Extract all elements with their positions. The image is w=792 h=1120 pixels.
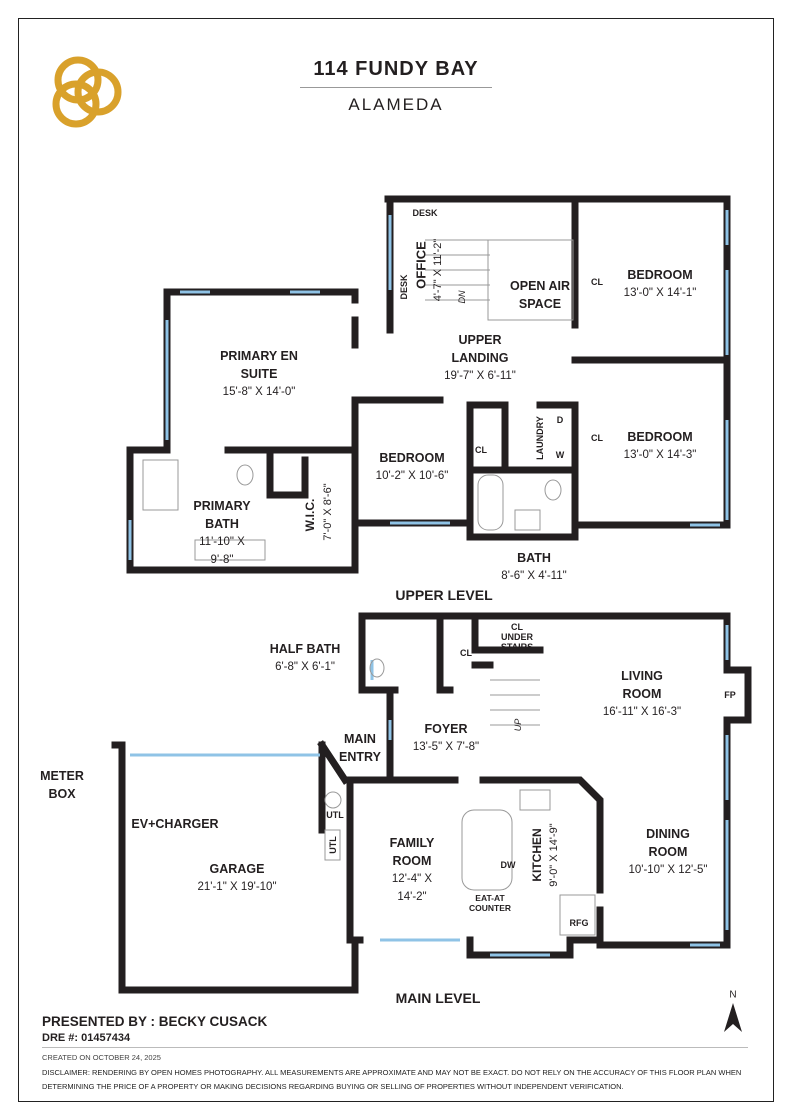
room-office-dims: 4'-7" X 11'-2" <box>432 238 444 302</box>
room-kitchen-dims: 9'-0" X 14'-9" <box>548 823 560 887</box>
disclaimer: DISCLAIMER: RENDERING BY OPEN HOMES PHOT… <box>42 1068 742 1091</box>
room-bedroom-3: BEDROOM 10'-2" X 10'-6" <box>376 449 449 485</box>
fireplace-label: FP <box>724 690 736 700</box>
desk-label: DESK <box>412 208 438 218</box>
room-office: OFFICE <box>413 241 429 289</box>
room-dims: 10'-2" X 10'-6" <box>375 470 449 482</box>
eat-at-counter-label: EAT-AT COUNTER <box>468 893 512 913</box>
room-name: GARAGE <box>209 862 265 876</box>
closet-label: CL <box>460 648 472 658</box>
utility-label: UTL <box>326 810 344 820</box>
room-name: FOYER <box>424 722 468 736</box>
room-dims: 12'-4" X 14'-2" <box>391 873 433 903</box>
meter-box-label: METER BOX <box>40 769 84 801</box>
logo-icon <box>52 56 122 128</box>
dre-number: DRE #: 01457434 <box>42 1032 131 1044</box>
room-dims: 19'-7" X 6'-11" <box>444 370 516 382</box>
room-primary-bath: PRIMARY BATH 11'-10" X 9'-8" <box>187 497 257 569</box>
room-name: BEDROOM <box>379 451 445 465</box>
upper-level-label: UPPER LEVEL <box>395 587 493 603</box>
closet-under-stairs-label: CL UNDER STAIRS <box>500 622 534 652</box>
room-dims: 6'-8" X 6'-1" <box>275 661 335 673</box>
room-bedroom-1: BEDROOM 13'-0" X 14'-1" <box>624 266 697 302</box>
room-half-bath: HALF BATH 6'-8" X 6'-1" <box>270 640 341 676</box>
upper-level-fixtures <box>142 239 574 561</box>
closet-label: CL <box>591 433 603 443</box>
stairs-up-label: UP <box>513 718 523 732</box>
room-dims: 13'-5" X 7'-8" <box>412 741 480 753</box>
room-wic-dims: 7'-0" X 8'-6" <box>322 483 334 541</box>
room-family-room: FAMILY ROOM 12'-4" X 14'-2" <box>377 834 447 906</box>
page-border <box>18 18 774 1102</box>
room-name: FAMILY ROOM <box>389 836 435 868</box>
main-level-windows <box>130 625 729 957</box>
title-divider <box>300 87 492 88</box>
desk-label: DESK <box>399 274 409 300</box>
footer-divider <box>42 1047 748 1048</box>
room-dims: 15'-8" X 14'-0" <box>222 386 296 398</box>
room-dims: 13'-0" X 14'-3" <box>623 449 697 461</box>
stairs-down-label: DN <box>457 290 467 304</box>
dishwasher-label: DW <box>500 860 516 870</box>
room-wic: W.I.C. <box>303 498 317 532</box>
room-name: BEDROOM <box>627 268 693 282</box>
utility-label: UTL <box>328 836 338 854</box>
room-name: HALF BATH <box>269 642 341 656</box>
closet-label: CL <box>475 445 487 455</box>
room-name: PRIMARY EN SUITE <box>220 349 298 381</box>
laundry-label: LAUNDRY <box>535 416 545 460</box>
created-date: CREATED ON OCTOBER 24, 2025 <box>42 1053 161 1062</box>
property-address: 114 FUNDY BAY <box>313 58 479 80</box>
room-open-air-space: OPEN AIR SPACE <box>510 279 570 311</box>
ev-charger-label: EV+CHARGER <box>131 817 219 831</box>
main-level-label: MAIN LEVEL <box>395 990 481 1006</box>
room-kitchen: KITCHEN <box>530 828 544 882</box>
room-dims: 16'-11" X 16'-3" <box>602 706 682 718</box>
main-entry-label: MAIN ENTRY <box>339 732 381 764</box>
room-name: DINING ROOM <box>646 827 690 859</box>
north-arrow-icon <box>724 1003 742 1032</box>
room-dims: 13'-0" X 14'-1" <box>623 287 697 299</box>
room-bath: BATH 8'-6" X 4'-11" <box>501 549 566 585</box>
closet-label: CL <box>591 277 603 287</box>
room-dims: 10'-10" X 12'-5" <box>628 864 708 876</box>
room-dims: 21'-1" X 19'-10" <box>197 881 277 893</box>
room-garage: GARAGE 21'-1" X 19'-10" <box>197 860 276 896</box>
north-label: N <box>729 989 737 1001</box>
room-foyer: FOYER 13'-5" X 7'-8" <box>413 720 479 756</box>
room-dining-room: DINING ROOM 10'-10" X 12'-5" <box>628 825 708 879</box>
upper-level-windows <box>128 210 729 560</box>
room-bedroom-2: BEDROOM 13'-0" X 14'-3" <box>624 428 697 464</box>
room-name: BATH <box>517 551 551 565</box>
washer-label: W <box>555 450 565 460</box>
main-level-fixtures <box>324 658 596 936</box>
room-dims: 8'-6" X 4'-11" <box>501 570 567 582</box>
room-living-room: LIVING ROOM 16'-11" X 16'-3" <box>602 667 682 721</box>
room-name: UPPER LANDING <box>451 333 509 365</box>
room-name: PRIMARY BATH <box>193 499 251 531</box>
room-dims: 11'-10" X 9'-8" <box>199 536 245 566</box>
refrigerator-label: RFG <box>569 918 589 928</box>
property-city: ALAMEDA <box>348 95 444 114</box>
upper-level-walls <box>126 195 731 574</box>
room-name: BEDROOM <box>627 430 693 444</box>
room-upper-landing: UPPER LANDING 19'-7" X 6'-11" <box>435 331 525 385</box>
presented-by: PRESENTED BY : BECKY CUSACK <box>42 1014 268 1029</box>
room-name: LIVING ROOM <box>621 669 663 701</box>
dryer-label: D <box>556 415 564 425</box>
room-primary-en-suite: PRIMARY EN SUITE 15'-8" X 14'-0" <box>214 347 304 401</box>
